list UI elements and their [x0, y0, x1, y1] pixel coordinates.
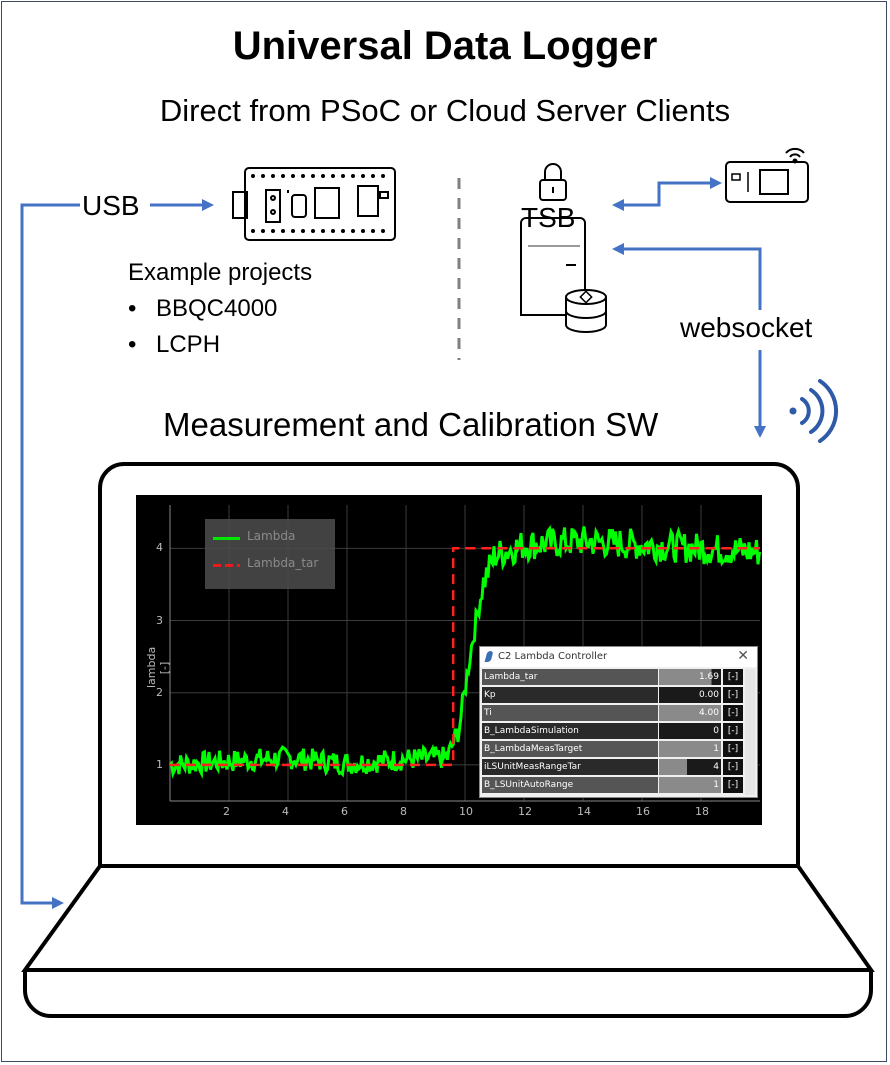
usb-arrowhead-laptop	[52, 897, 64, 909]
parameter-value-slider[interactable]: 0	[659, 723, 721, 739]
page-subtitle: Direct from PSoC or Cloud Server Clients	[159, 93, 731, 128]
wifi-module-icon	[725, 147, 809, 203]
parameter-unit: [-]	[723, 741, 743, 757]
x-tick-label: 14	[577, 805, 591, 818]
example-project-item: •BBQC4000	[128, 295, 278, 322]
parameter-name: B_LambdaMeasTarget	[482, 741, 658, 757]
parameter-value-slider[interactable]: 4.00	[659, 705, 721, 721]
arrowhead-to-module	[710, 177, 722, 189]
parameter-unit: [-]	[723, 777, 743, 793]
feather-icon	[484, 651, 494, 662]
tsb-label: TSB	[521, 202, 576, 233]
dialog-titlebar: C2 Lambda Controller ✕	[480, 647, 757, 667]
dialog-scrollbar[interactable]	[745, 669, 755, 795]
parameter-name: Ti	[482, 705, 658, 721]
series-lambda-tar-line	[170, 547, 760, 767]
software-label: Measurement and Calibration SW	[163, 406, 659, 443]
y-tick-label: 1	[156, 757, 163, 771]
usb-arrowhead-board	[202, 199, 214, 211]
usb-arrow	[20, 203, 208, 905]
legend-swatch	[213, 537, 240, 540]
websocket-connector	[622, 247, 762, 428]
chart-legend: Lambda Lambda_tar	[205, 519, 335, 589]
wireless-signal-icon	[789, 379, 839, 443]
x-tick-label: 12	[518, 805, 532, 818]
parameter-unit: [-]	[723, 723, 743, 739]
parameter-unit: [-]	[723, 705, 743, 721]
parameter-name: B_LSUnitAutoRange	[482, 777, 658, 793]
lock-icon	[539, 163, 567, 201]
arrowhead-to-tsb	[612, 199, 624, 211]
example-project-item: •LCPH	[128, 331, 221, 358]
parameter-unit: [-]	[723, 687, 743, 703]
page-title: Universal Data Logger	[232, 24, 658, 68]
y-tick-label: 3	[156, 613, 163, 627]
database-icon	[565, 289, 607, 333]
y-tick-label: 2	[156, 685, 163, 699]
y-axis-label: lambda [-]	[145, 646, 171, 688]
usb-label: USB	[82, 190, 140, 221]
parameter-value-slider[interactable]: 0.00	[659, 687, 721, 703]
x-tick-label: 16	[636, 805, 650, 818]
arrowhead-to-laptop	[754, 426, 766, 438]
x-tick-label: 4	[282, 805, 289, 818]
parameter-value-slider[interactable]: 1	[659, 741, 721, 757]
x-tick-label: 6	[341, 805, 348, 818]
circuit-board-icon	[232, 167, 396, 241]
legend-swatch	[213, 564, 240, 567]
y-tick-label: 4	[156, 541, 163, 555]
parameter-name: iLSUnitMeasRangeTar	[482, 759, 658, 775]
example-projects-heading: Example projects	[128, 259, 313, 286]
board-pins	[251, 174, 385, 233]
parameter-name: B_LambdaSimulation	[482, 723, 658, 739]
server-icon	[520, 217, 586, 316]
parameter-value-slider[interactable]: 1	[659, 777, 721, 793]
parameter-unit: [-]	[723, 669, 743, 685]
x-tick-label: 10	[459, 805, 473, 818]
parameter-unit: [-]	[723, 759, 743, 775]
legend-label: Lambda	[247, 529, 296, 543]
x-tick-label: 8	[400, 805, 407, 818]
close-icon[interactable]: ✕	[737, 648, 749, 664]
parameter-name: Kp	[482, 687, 658, 703]
dialog-title: C2 Lambda Controller	[498, 651, 608, 662]
laptop-icon	[21, 462, 875, 1018]
arrowhead-to-server	[612, 243, 624, 255]
tsb-module-connector	[622, 181, 712, 207]
websocket-label: websocket	[680, 312, 813, 343]
parameter-value-slider[interactable]: 1.69	[659, 669, 721, 685]
legend-label: Lambda_tar	[247, 556, 319, 570]
x-tick-label: 2	[223, 805, 230, 818]
series-lambda-line	[168, 524, 761, 779]
parameter-name: Lambda_tar	[482, 669, 658, 685]
x-tick-label: 18	[695, 805, 709, 818]
parameter-value-slider[interactable]: 4	[659, 759, 721, 775]
